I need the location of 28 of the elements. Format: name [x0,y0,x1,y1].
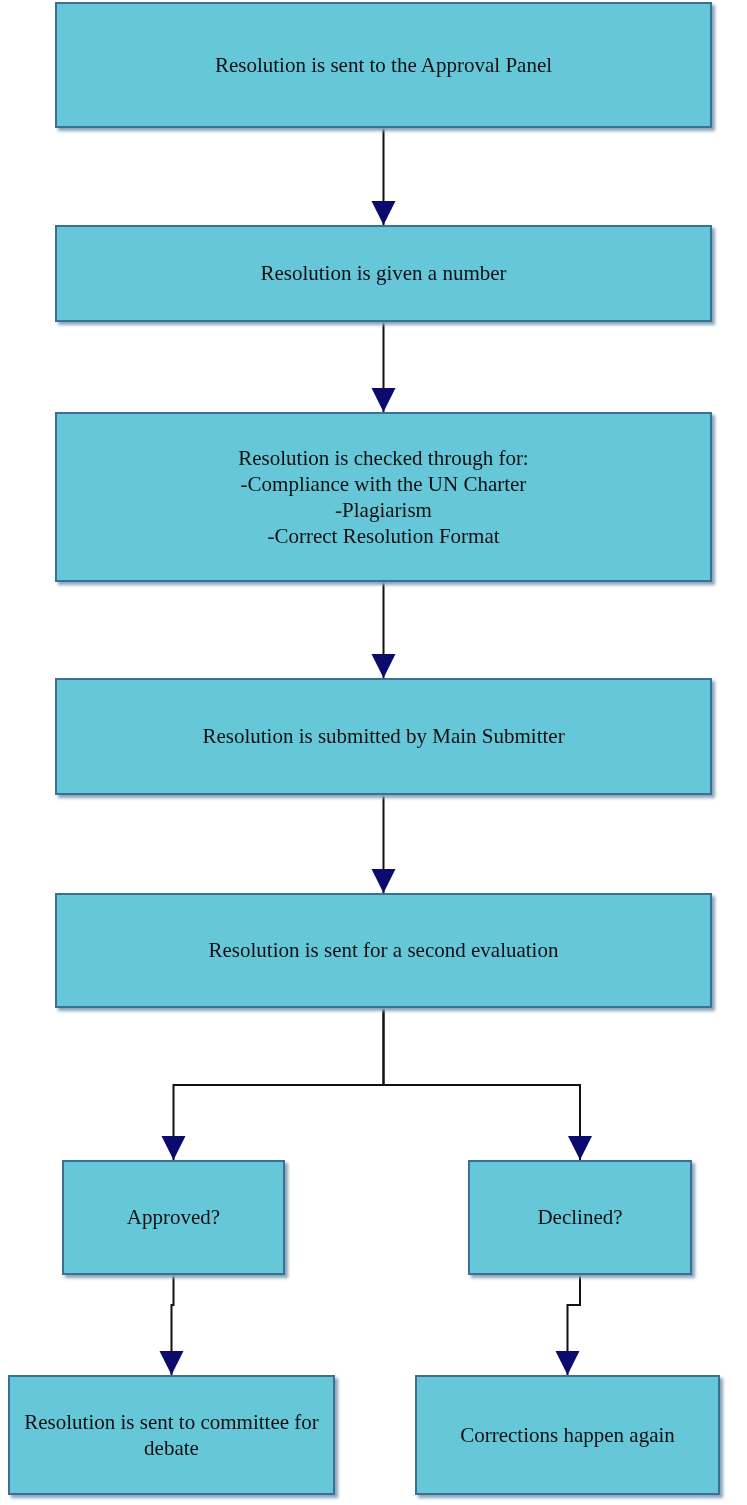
box-text: Resolution is given a number [260,260,507,287]
arrow [371,794,396,894]
process-box [415,1375,720,1495]
arrow [555,1274,581,1376]
arrow [371,321,396,413]
box-text: Resolution is checked through for: [238,444,529,471]
process-box [62,1160,285,1275]
process-box [55,678,712,795]
box-text: Resolution is sent to the Approval Panel [214,51,553,79]
process-box [55,893,712,1008]
box-text: Resolution is sent for a second evaluation [208,937,559,964]
arrow [371,127,396,226]
box-text: -Compliance with the UN Charter [240,470,527,497]
process-box [55,225,712,322]
arrow [371,581,396,679]
arrow [382,1007,592,1161]
process-box [468,1160,692,1275]
process-box [55,2,712,128]
box-text: Resolution is sent to committee for debate [23,1408,320,1462]
box-text: Declined? [537,1204,623,1231]
box-text: Resolution is submitted by Main Submitter [202,723,565,750]
box-text: -Correct Resolution Format [267,523,500,550]
box-text: Corrections happen again [460,1421,675,1449]
arrow [159,1274,184,1376]
box-text: -Plagiarism [335,497,432,524]
box-text: Approved? [126,1204,221,1231]
process-box [55,412,712,582]
process-box [8,1375,335,1495]
